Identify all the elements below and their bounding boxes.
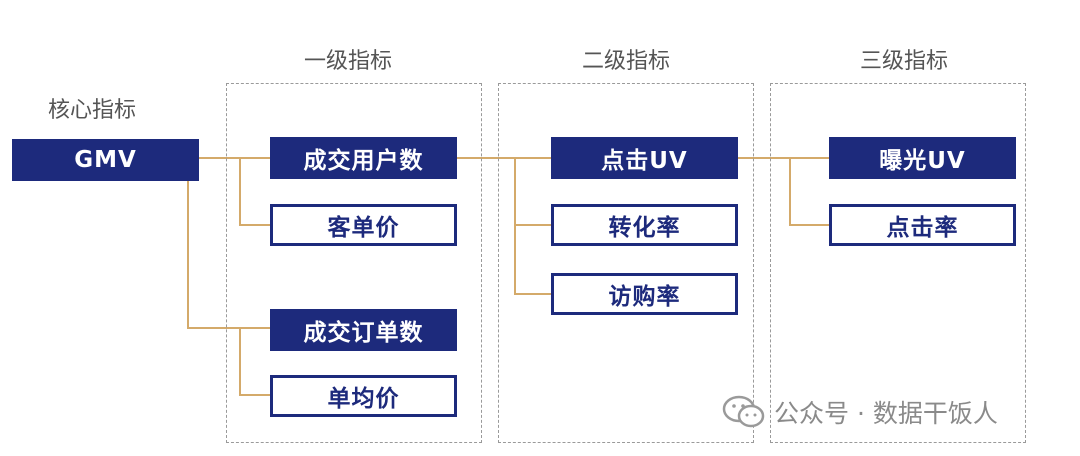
- node-avg-order-price: 单均价: [270, 375, 457, 417]
- group-title-level2: 二级指标: [581, 49, 670, 74]
- core-metric-label: 核心指标: [48, 98, 137, 123]
- node-visit-purchase-rate: 访购率: [551, 273, 738, 315]
- node-unit-price: 客单价: [270, 204, 457, 246]
- group-box-level2: [498, 83, 754, 443]
- watermark: 公众号 · 数据干饭人: [722, 392, 998, 432]
- node-exposure-uv: 曝光UV: [829, 137, 1016, 179]
- node-conversion-rate: 转化率: [551, 204, 738, 246]
- node-click-uv: 点击UV: [551, 137, 738, 179]
- connector-exposure-ctr: [789, 158, 830, 226]
- group-title-level3: 三级指标: [859, 49, 948, 74]
- group-box-level3: [770, 83, 1026, 443]
- node-gmv: GMV: [12, 139, 199, 181]
- node-deal-orders: 成交订单数: [270, 309, 457, 351]
- connector-orders-avg: [239, 328, 272, 396]
- connector-users-price: [239, 158, 272, 226]
- watermark-text: 公众号 · 数据干饭人: [774, 399, 998, 428]
- connector-clickuv-rates: [514, 158, 552, 295]
- wechat-icon: [722, 395, 765, 428]
- node-deal-users: 成交用户数: [270, 137, 457, 179]
- node-click-rate: 点击率: [829, 204, 1016, 246]
- group-box-level1: [226, 83, 482, 443]
- group-title-level1: 一级指标: [303, 49, 392, 74]
